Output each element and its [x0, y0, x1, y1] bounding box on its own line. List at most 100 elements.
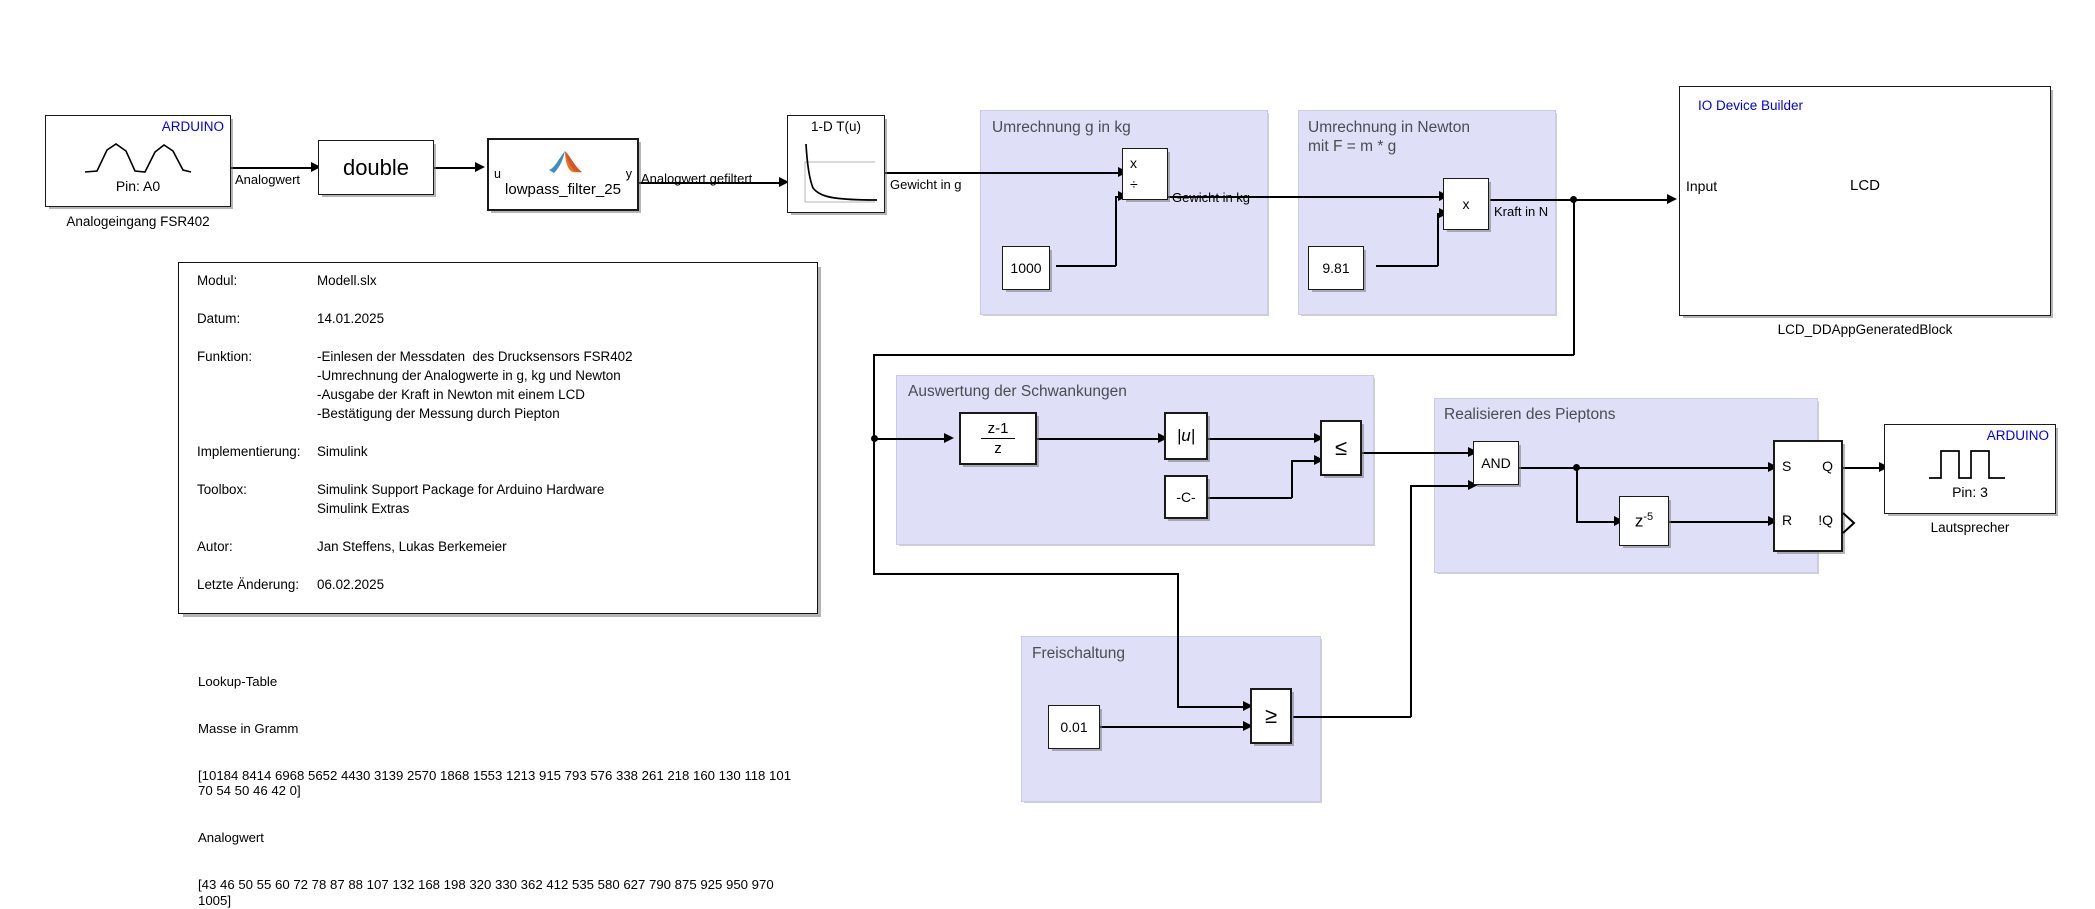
block-less-equal[interactable]: ≤: [1320, 420, 1362, 476]
block-data-type-convert[interactable]: double: [318, 140, 434, 195]
area-realisieren-pieptons[interactable]: [1434, 398, 1818, 573]
arduino-badge-analog-input: ARDUINO: [161, 119, 224, 134]
wire-bus-down-to-freischaltung: [873, 438, 875, 574]
wire-multiply-to-lcd: [1490, 199, 1671, 201]
block-and-gate[interactable]: AND: [1473, 441, 1519, 485]
caption-lcd-device: LCD_DDAppGeneratedBlock: [1777, 322, 1953, 337]
sine-wave-icon: [84, 143, 192, 173]
pin-label-analog-input: Pin: A0: [115, 178, 161, 194]
wire-ge-to-and: [1410, 485, 1472, 487]
block-constant-981[interactable]: 9.81: [1308, 246, 1364, 290]
block-multiply[interactable]: x: [1443, 178, 1489, 230]
data-type-convert-label: double: [342, 154, 410, 180]
delay-exponent: -5: [1643, 510, 1654, 523]
multiply-op: x: [1462, 196, 1470, 212]
wire-981-out: [1376, 265, 1438, 267]
doc-key-7: Toolbox:: [197, 482, 247, 497]
wire-ge-up: [1410, 485, 1412, 717]
block-analog-input[interactable]: ARDUINO Pin: A0: [45, 115, 231, 207]
wire-double-to-lowpass: [434, 167, 479, 169]
signal-label-gewicht-in-g: Gewicht in g: [890, 177, 962, 192]
discrete-derivative-numerator: z-1: [987, 419, 1009, 437]
lowpass-label: lowpass_filter_25: [505, 181, 621, 198]
less-equal-label: ≤: [1334, 435, 1348, 460]
arrowhead-and-in-bottom: [1468, 480, 1478, 490]
discrete-derivative-fraction: z-1 z: [981, 419, 1015, 457]
signal-label-analogwert: Analogwert: [235, 172, 301, 187]
block-speaker[interactable]: ARDUINO Pin: 3: [1884, 424, 2056, 514]
arrowhead-lcd-in: [1667, 194, 1677, 204]
arrowhead-double-in: [311, 162, 321, 172]
doc-value-2: -Einlesen der Messdaten des Drucksensors…: [317, 349, 633, 364]
doc-value-1: 14.01.2025: [317, 311, 385, 326]
signal-label-analogwert-gefiltert: Analogwert gefiltert: [641, 171, 753, 186]
wire-001-to-ge: [1099, 726, 1247, 728]
doc-value-7: Simulink Support Package for Arduino Har…: [317, 482, 605, 497]
pin-label-speaker: Pin: 3: [1952, 484, 1988, 500]
lookup-analog-values: [43 46 50 55 60 72 78 87 88 107 132 168 …: [198, 876, 778, 908]
doc-value-3: -Umrechnung der Analogwerte in g, kg und…: [317, 368, 621, 383]
constant-001-value: 0.01: [1060, 719, 1088, 735]
block-divide[interactable]: x ÷: [1122, 148, 1168, 200]
block-lcd-device[interactable]: IO Device Builder Input LCD: [1679, 86, 2051, 316]
wire-derivative-to-abs: [1037, 438, 1162, 440]
block-constant-c[interactable]: -C-: [1164, 475, 1208, 519]
wire-ge-out: [1293, 716, 1411, 718]
constant-1000-value: 1000: [1010, 260, 1042, 276]
constant-981-value: 9.81: [1322, 260, 1350, 276]
sr-input-r: R: [1782, 512, 1793, 528]
wire-c-up: [1291, 460, 1293, 498]
divide-op-top: x: [1130, 155, 1137, 171]
wire-freischaltung-to-ge: [1177, 706, 1247, 708]
block-lowpass-filter[interactable]: u y lowpass_filter_25: [487, 138, 639, 211]
block-delay[interactable]: z-5: [1619, 496, 1669, 546]
doc-key-6: Implementierung:: [197, 444, 301, 459]
doc-value-0: Modell.slx: [317, 273, 377, 288]
block-constant-001[interactable]: 0.01: [1048, 705, 1100, 749]
wire-delay-to-r: [1665, 521, 1772, 523]
lookup-analog-label: Analogwert: [198, 830, 264, 846]
caption-speaker: Lautsprecher: [1930, 520, 2010, 535]
documentation-box[interactable]: Modul: Modell.slx Datum: 14.01.2025 Funk…: [178, 262, 818, 614]
arrowhead-ge-in-top: [1243, 701, 1253, 711]
block-constant-1000[interactable]: 1000: [1002, 246, 1050, 290]
arrowhead-derivative-in: [944, 433, 954, 443]
lcd-port-in: Input: [1686, 178, 1718, 194]
doc-value-9: Jan Steffens, Lukas Berkemeier: [317, 539, 507, 554]
wire-sr-to-speaker: [1815, 467, 1883, 469]
block-discrete-derivative[interactable]: z-1 z: [959, 412, 1037, 465]
wire-981-up: [1437, 213, 1439, 266]
wire-kraft-branch-down: [1573, 199, 1575, 355]
doc-key-0: Modul:: [197, 273, 238, 288]
block-abs[interactable]: |u|: [1164, 412, 1208, 460]
doc-value-10: 06.02.2025: [317, 577, 385, 592]
block-greater-equal[interactable]: ≥: [1250, 688, 1292, 744]
wire-bus-right-to-freischaltung: [873, 573, 1178, 575]
abs-label: |u|: [1176, 426, 1196, 445]
doc-value-6: Simulink: [317, 444, 368, 459]
doc-key-1: Datum:: [197, 311, 241, 326]
wire-le-to-and: [1360, 452, 1472, 454]
lowpass-port-in: u: [494, 167, 501, 181]
signal-label-gewicht-in-kg: Gewicht in kg: [1172, 190, 1251, 205]
caption-analog-input: Analogeingang FSR402: [66, 214, 210, 229]
block-lookup-table[interactable]: 1-D T(u): [787, 115, 885, 213]
wire-kraft-branch-to-bus: [873, 354, 875, 439]
wire-c-to-le: [1291, 460, 1319, 462]
area-umrechnung-newton[interactable]: [1298, 110, 1556, 315]
lookup-table-label: 1-D T(u): [810, 119, 861, 134]
arrowhead-lookup-in: [779, 177, 789, 187]
wire-divide-to-multiply: [1168, 196, 1443, 198]
io-device-builder-badge: IO Device Builder: [1698, 98, 1804, 113]
lookup-mass-label: Masse in Gramm: [198, 720, 299, 736]
arrowhead-lowpass-in: [475, 162, 485, 172]
wire-1000-out: [1056, 265, 1116, 267]
signal-label-kraft-in-n: Kraft in N: [1494, 204, 1549, 219]
wire-and-out: [1517, 467, 1772, 469]
arrowhead-ge-in-bottom: [1243, 721, 1253, 731]
sr-output-q: Q: [1822, 458, 1833, 474]
lookup-mass-values: [10184 8414 6968 5652 4430 3139 2570 186…: [198, 767, 795, 799]
divide-op-bottom: ÷: [1130, 176, 1138, 192]
block-sr-flipflop[interactable]: S R Q !Q: [1773, 440, 1843, 552]
discrete-derivative-denominator: z: [994, 439, 1002, 457]
